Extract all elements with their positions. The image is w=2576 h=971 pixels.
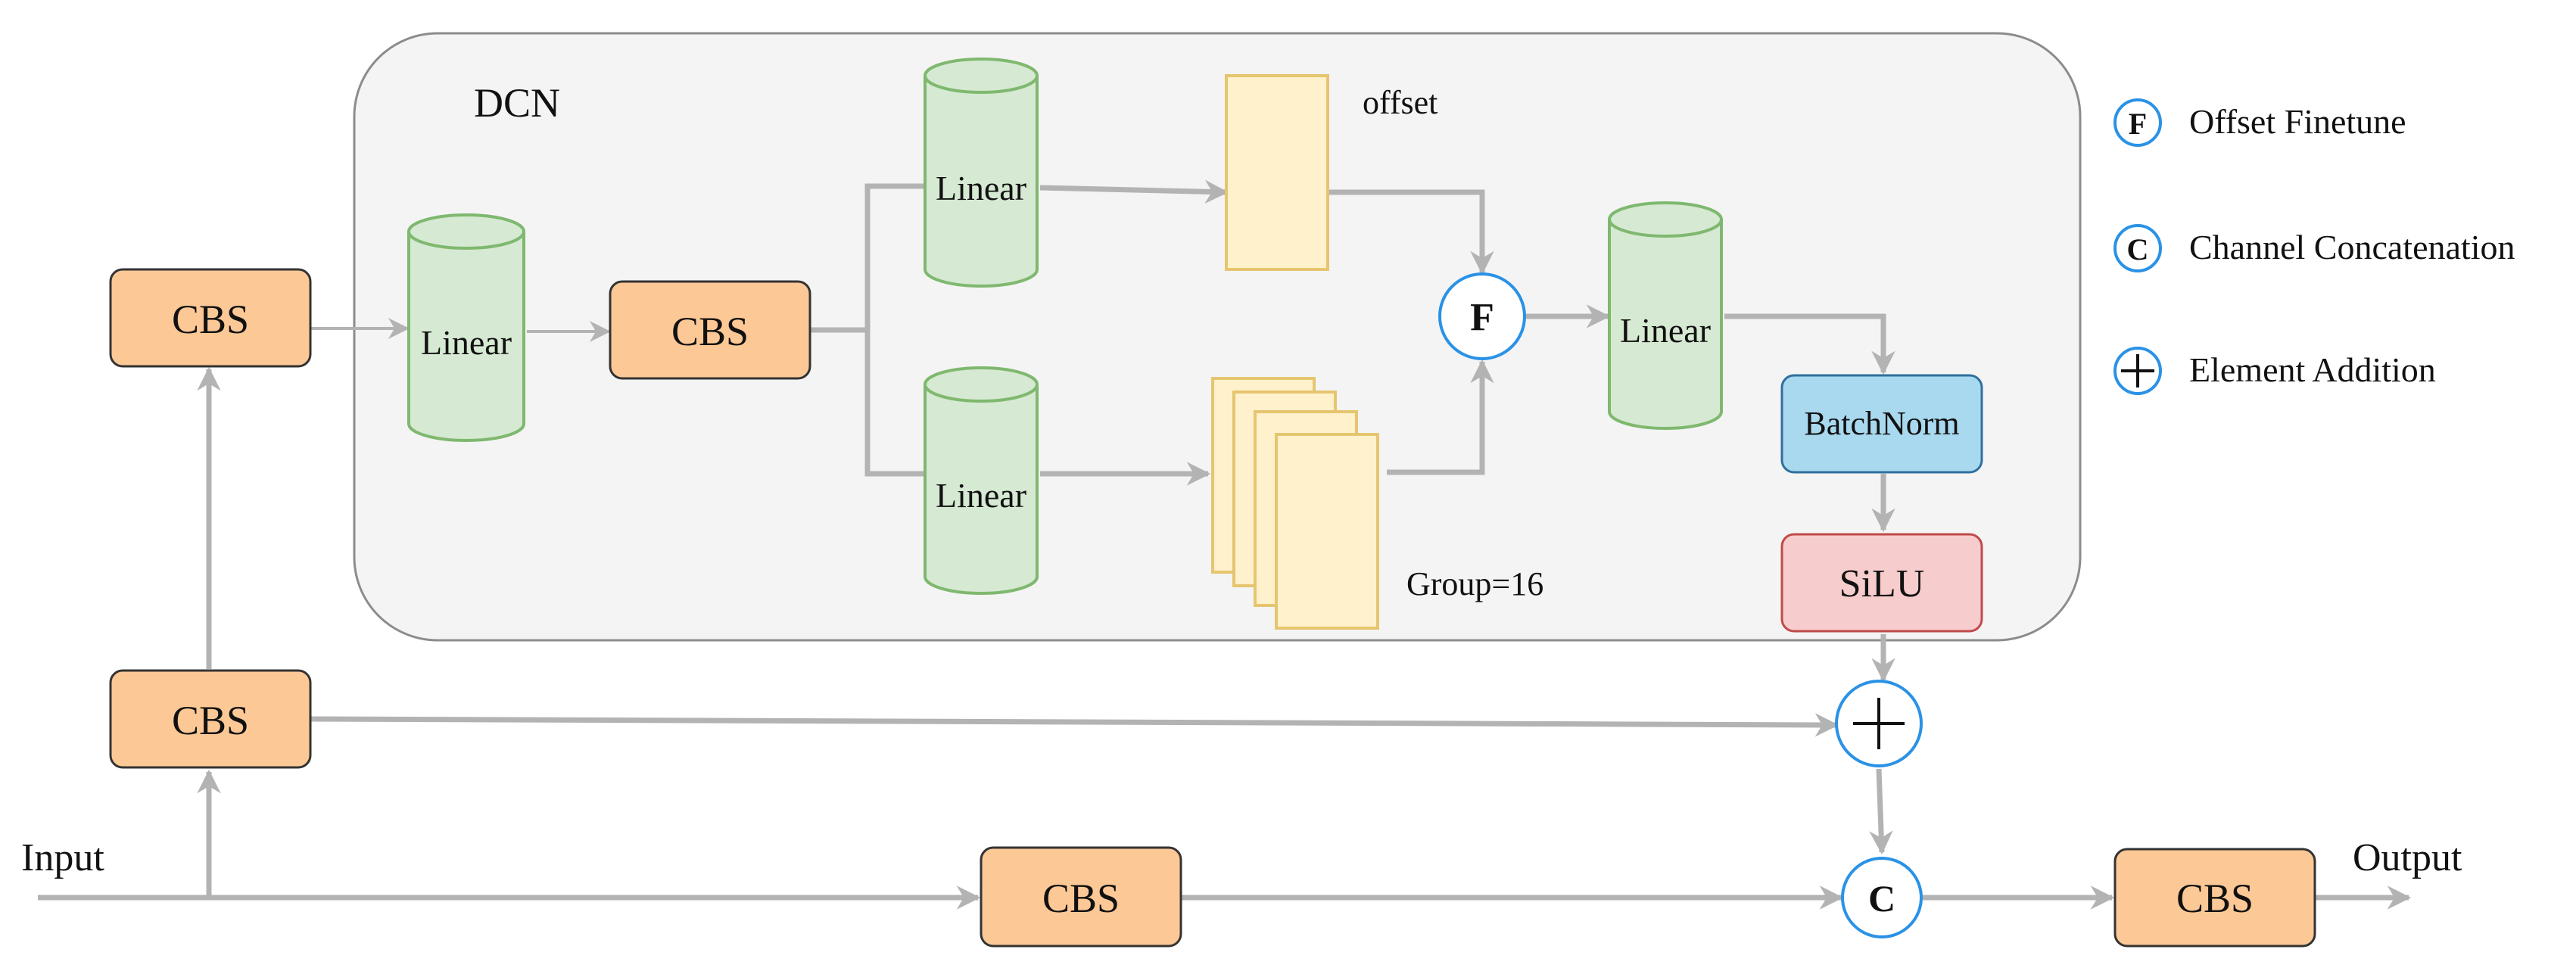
- edge-add-to-concat: [1869, 768, 1893, 855]
- offset-finetune-operator: F: [1438, 272, 1526, 360]
- edge-offset-to-f: [1329, 189, 1494, 275]
- linear-label: Linear: [421, 323, 512, 362]
- edge-linear-right-to-batchnorm: [1724, 313, 1895, 375]
- linear-cylinder-bottom: Linear: [924, 366, 1039, 595]
- element-addition-operator: [1835, 680, 1923, 767]
- cbs-label: CBS: [671, 309, 749, 354]
- legend-item-addition: Element Addition: [2113, 347, 2436, 395]
- offset-feature-map: [1225, 74, 1329, 271]
- legend-item-concat: C Channel Concatenation: [2113, 224, 2515, 272]
- dcn-module: DCN: [353, 32, 2082, 642]
- cbs-block-inner: CBS: [609, 280, 811, 380]
- legend-text: Element Addition: [2189, 350, 2436, 389]
- linear-label: Linear: [936, 169, 1026, 207]
- legend-symbol: F: [2129, 107, 2147, 141]
- linear-cylinder-top: Linear: [924, 58, 1039, 288]
- cbs-label: CBS: [2176, 876, 2254, 921]
- cbs-label: CBS: [172, 698, 249, 743]
- offset-label: offset: [1363, 84, 1438, 121]
- finetune-symbol: F: [1470, 296, 1494, 339]
- dcn-title: DCN: [474, 80, 560, 126]
- edge-linear-to-offset: [1039, 179, 1229, 204]
- legend-item-finetune: F Offset Finetune: [2113, 98, 2406, 147]
- channel-concat-operator: C: [1841, 857, 1923, 938]
- cbs-label: CBS: [172, 297, 249, 342]
- legend: F Offset Finetune C Channel Concatenatio…: [2113, 98, 2515, 395]
- legend-text: Offset Finetune: [2189, 102, 2406, 141]
- legend-text: Channel Concatenation: [2189, 228, 2515, 266]
- edge-inner-cbs-to-linear-top: [810, 183, 924, 333]
- cbs-block-mid-left: CBS: [109, 669, 312, 769]
- silu-label: SiLU: [1839, 562, 1925, 605]
- cbs-label: CBS: [1042, 876, 1120, 921]
- group-label: Group=16: [1406, 565, 1543, 602]
- legend-symbol: C: [2127, 232, 2149, 266]
- edges: [38, 179, 2412, 910]
- group-feature-stack: [1211, 377, 1379, 630]
- cbs-block-bottom: CBS: [980, 846, 1182, 948]
- linear-label: Linear: [936, 476, 1026, 515]
- silu-block: SiLU: [1780, 533, 1983, 633]
- linear-cylinder-first: Linear: [407, 213, 525, 442]
- output-label: Output: [2353, 836, 2462, 879]
- edge-group-to-f: [1387, 359, 1494, 475]
- batchnorm-label: BatchNorm: [1804, 405, 1959, 442]
- cbs-block-output: CBS: [2113, 848, 2316, 948]
- batchnorm-block: BatchNorm: [1780, 374, 1983, 474]
- linear-label: Linear: [1620, 311, 1711, 350]
- concat-symbol: C: [1868, 877, 1895, 920]
- linear-cylinder-right: Linear: [1608, 201, 1723, 430]
- cbs-block-top-left: CBS: [109, 268, 312, 368]
- input-label: Input: [21, 836, 104, 879]
- edge-left-cbs-to-add: [310, 713, 1839, 737]
- edge-inner-cbs-to-linear-bottom: [864, 330, 924, 477]
